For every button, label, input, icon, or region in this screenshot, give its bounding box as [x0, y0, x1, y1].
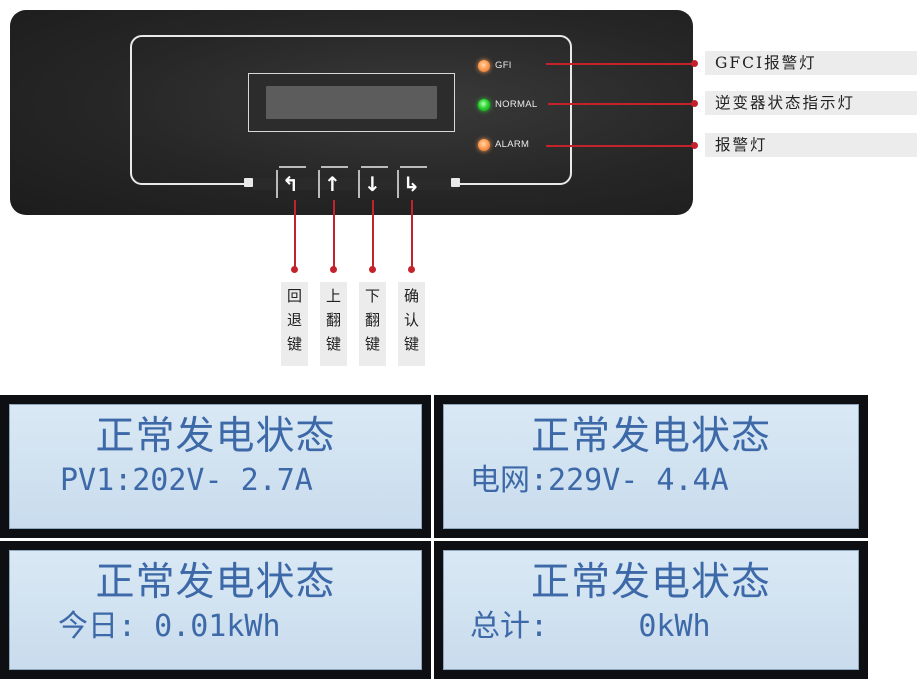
key-callout-dot-back: [291, 266, 298, 273]
key-label-up: 上翻键: [320, 282, 347, 366]
up-arrow-icon: ↑: [324, 172, 341, 196]
lcd-screen-pv1: 正常发电状态 PV1:202V- 2.7A: [0, 395, 431, 538]
callout-line-status: [548, 103, 696, 105]
down-arrow-icon: ↓: [364, 172, 381, 196]
lcd-value-text: 电网:229V- 4.4A: [470, 463, 729, 498]
led-label-normal: NORMAL: [495, 99, 538, 110]
lcd-status-text: 正常发电状态: [530, 414, 771, 459]
gfi-led-icon: [478, 60, 490, 72]
callout-label-alarm: 报警灯: [705, 133, 917, 157]
lcd-value-text: PV1:202V- 2.7A: [60, 463, 313, 498]
led-label-alarm: ALARM: [495, 139, 530, 150]
key-callout-dot-enter: [408, 266, 415, 273]
key-label-back: 回退键: [281, 282, 308, 366]
back-icon: ↰: [282, 172, 299, 196]
callout-dot-status: [691, 100, 698, 107]
lcd-screen-grid: 正常发电状态 电网:229V- 4.4A: [434, 395, 868, 538]
key-callout-line-enter: [411, 200, 413, 270]
frame-end-dot-right: [451, 178, 460, 187]
callout-line-alarm: [546, 145, 696, 147]
key-label-enter: 确认键: [398, 282, 425, 366]
lcd-screen-total: 正常发电状态 总计: 0kWh: [434, 541, 868, 679]
enter-icon: ↳: [403, 172, 420, 196]
led-label-gfi: GFI: [495, 60, 512, 71]
page-up-button[interactable]: ↑: [318, 166, 348, 200]
callout-dot-gfci: [691, 60, 698, 67]
back-button[interactable]: ↰: [276, 166, 306, 200]
key-callout-dot-up: [330, 266, 337, 273]
panel-lcd-display: [248, 73, 455, 132]
callout-label-gfci: GFCI报警灯: [705, 51, 917, 75]
page-down-button[interactable]: ↓: [358, 166, 388, 200]
key-callout-line-back: [294, 200, 296, 270]
key-callout-line-down: [372, 200, 374, 270]
lcd-status-text: 正常发电状态: [95, 560, 336, 605]
lcd-status-text: 正常发电状态: [530, 560, 771, 605]
callout-label-status: 逆变器状态指示灯: [705, 91, 917, 115]
normal-led-icon: [478, 99, 490, 111]
lcd-value-text: 今日: 0.01kWh: [58, 609, 281, 644]
key-callout-line-up: [333, 200, 335, 270]
key-callout-dot-down: [369, 266, 376, 273]
lcd-status-text: 正常发电状态: [95, 414, 336, 459]
lcd-value-text: 总计: 0kWh: [470, 609, 711, 644]
enter-button[interactable]: ↳: [397, 166, 427, 200]
callout-line-gfci: [546, 63, 696, 65]
key-label-down: 下翻键: [359, 282, 386, 366]
alarm-led-icon: [478, 139, 490, 151]
frame-end-dot-left: [244, 178, 253, 187]
lcd-screen-today: 正常发电状态 今日: 0.01kWh: [0, 541, 431, 679]
callout-dot-alarm: [691, 142, 698, 149]
